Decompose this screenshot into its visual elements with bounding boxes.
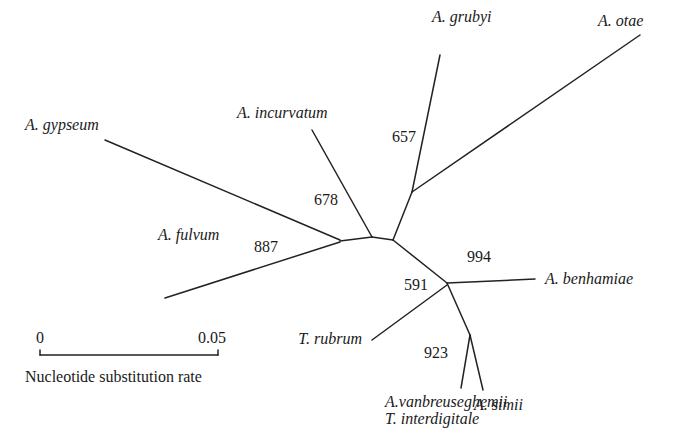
bootstrap-value: 657 (392, 128, 416, 146)
branch (470, 335, 483, 390)
branch (461, 335, 470, 388)
branch (372, 285, 447, 340)
branch (447, 283, 470, 335)
branch (165, 242, 340, 298)
branch (447, 279, 535, 283)
species-label: A. gypseum (25, 116, 99, 134)
scale-bar (40, 354, 218, 356)
species-label: T. rubrum (298, 330, 362, 348)
species-label: A. incurvatum (237, 104, 328, 122)
branch (105, 140, 340, 240)
species-label: A. otae (598, 12, 643, 30)
bootstrap-value: 678 (314, 191, 338, 209)
species-label: A. grubyi (432, 8, 492, 26)
scale-label: 0 (36, 329, 44, 347)
species-label: A. benhamiae (545, 270, 633, 288)
species-label: T. interdigitale (385, 410, 479, 428)
bootstrap-value: 887 (254, 238, 278, 256)
species-label: A. simii (474, 396, 523, 414)
branch (312, 130, 372, 237)
scale-label: 0.05 (198, 329, 226, 347)
branch (412, 55, 440, 192)
bootstrap-value: 923 (424, 344, 448, 362)
branch (412, 35, 640, 192)
scale-tick (39, 350, 41, 355)
axis-title: Nucleotide substitution rate (25, 368, 202, 386)
branch (340, 237, 372, 241)
scale-tick (217, 350, 219, 355)
branch (393, 192, 412, 240)
bootstrap-value: 591 (404, 276, 428, 294)
species-label: A. fulvum (158, 226, 219, 244)
bootstrap-value: 994 (467, 248, 491, 266)
branch (372, 237, 393, 240)
